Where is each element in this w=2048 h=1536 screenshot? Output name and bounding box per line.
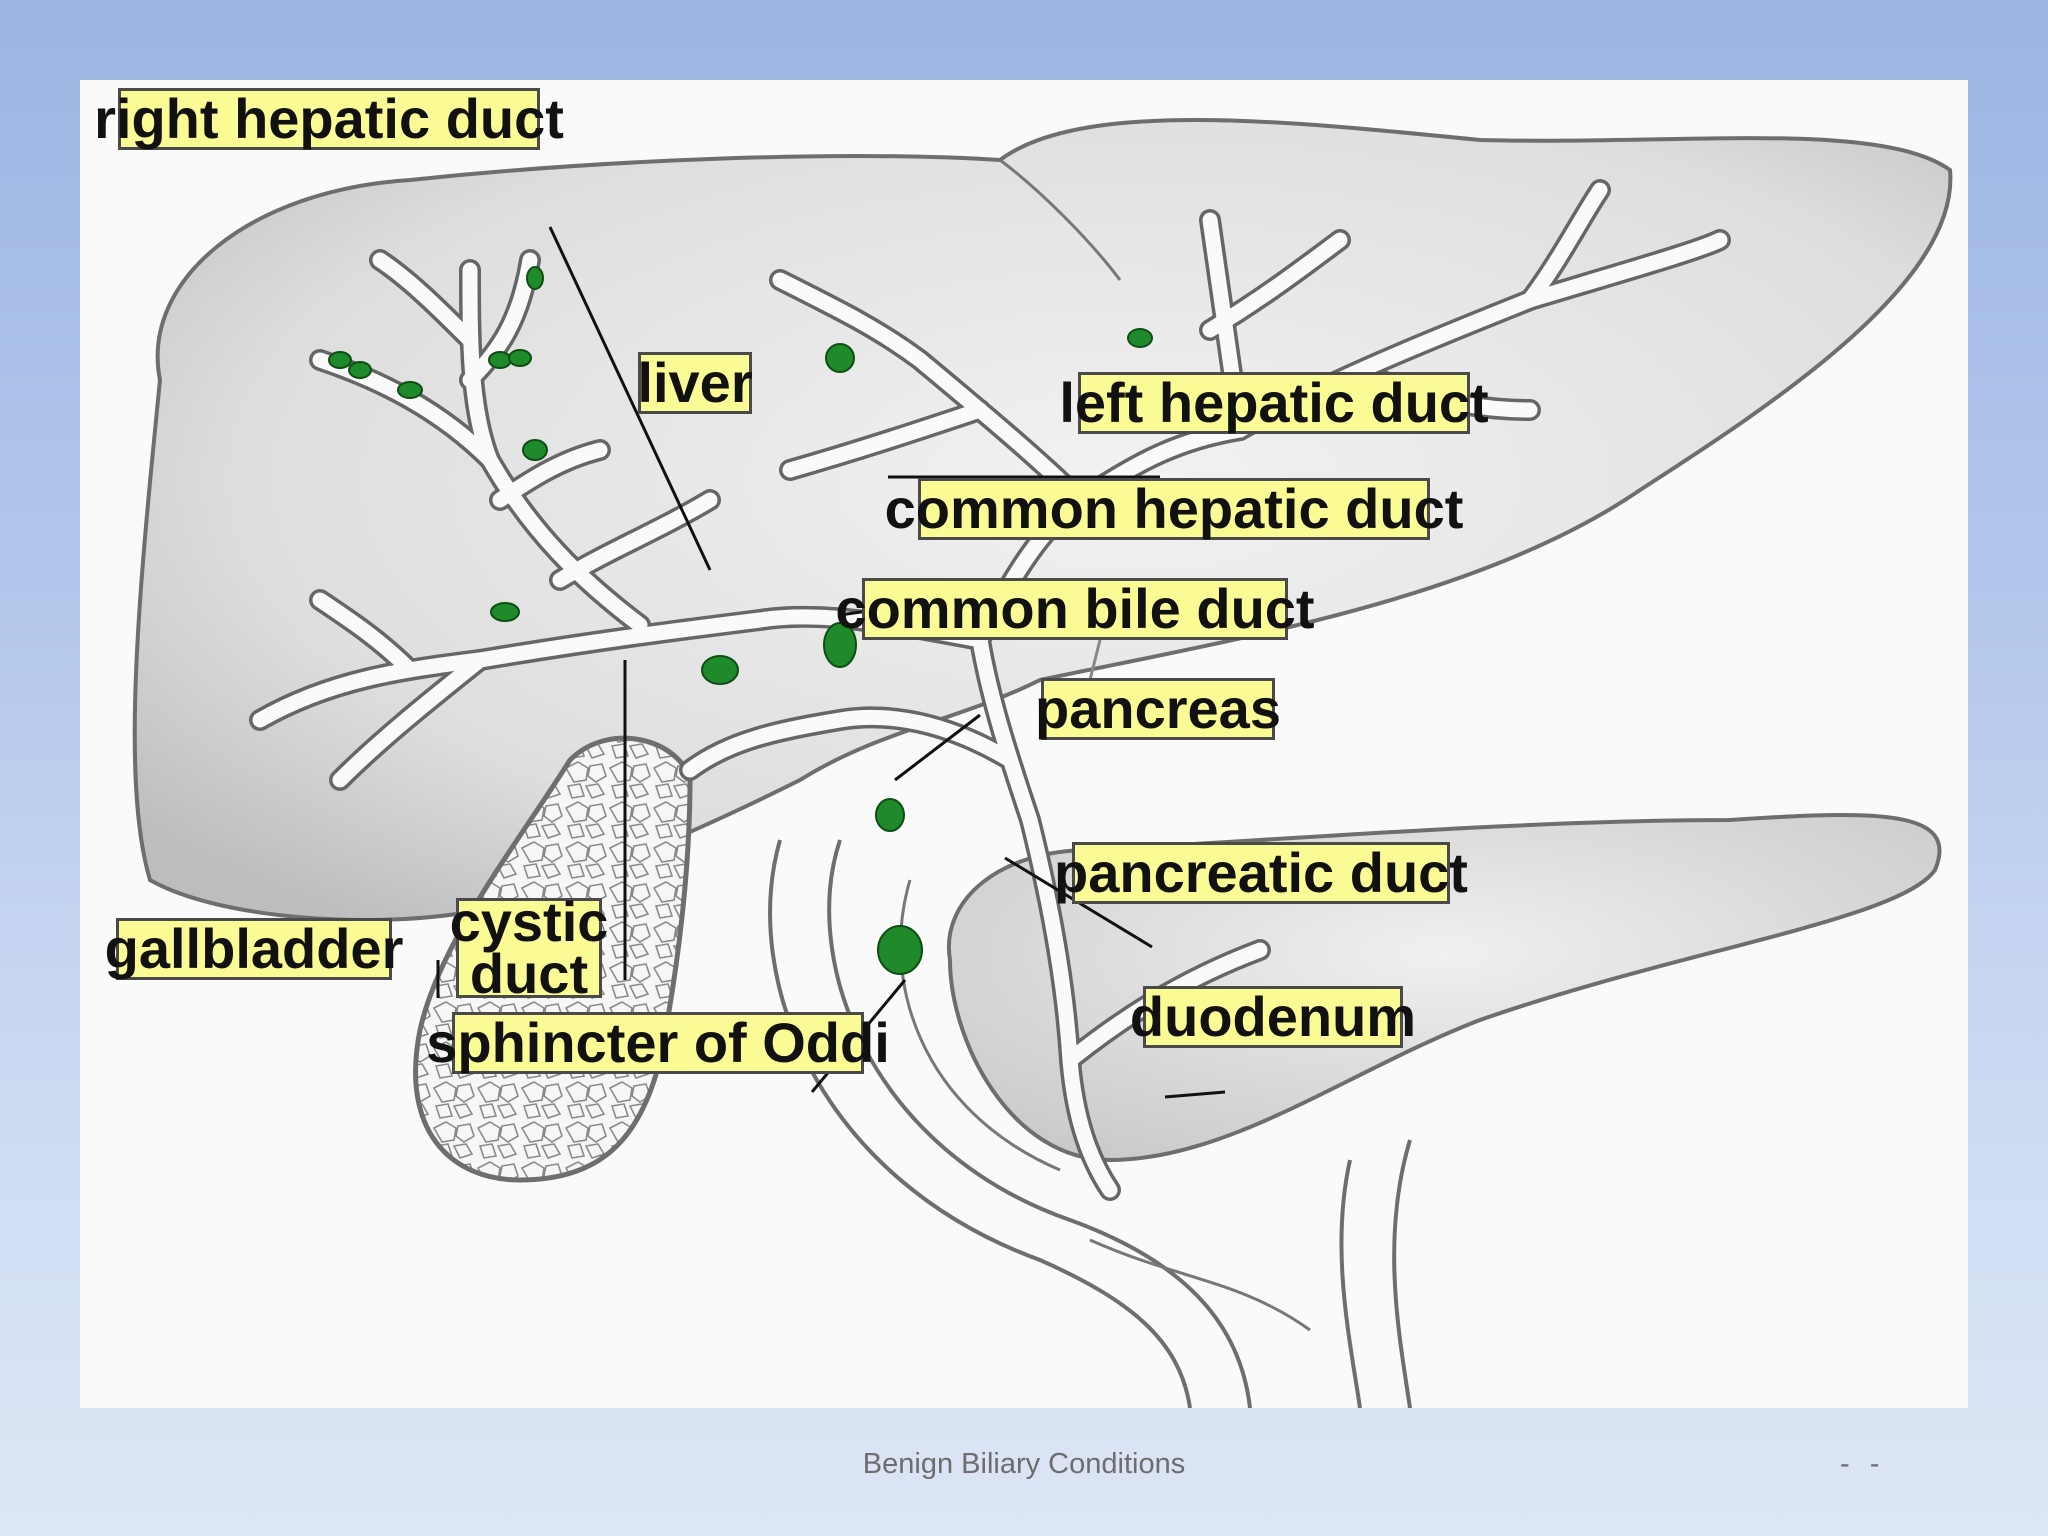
label-pancreas: pancreas	[1035, 677, 1281, 740]
label-common-hepatic-duct: common hepatic duct	[884, 477, 1464, 540]
label-right-hepatic-duct: right hepatic duct	[94, 87, 564, 150]
label-left-hepatic-duct: left hepatic duct	[1059, 371, 1489, 434]
label-cystic-duct-line1: cystic	[449, 890, 609, 954]
label-cystic-duct-line2: duct	[469, 942, 589, 1005]
biliary-anatomy-drawing	[132, 118, 1953, 1408]
slide-footer-title: Benign Biliary Conditions	[862, 1448, 1186, 1480]
label-gallbladder: gallbladder	[104, 917, 404, 980]
label-liver: liver	[637, 351, 753, 414]
duodenum-shape	[768, 839, 1192, 1408]
slide-page-number: - -	[1840, 1448, 1886, 1480]
green-markers	[328, 266, 1153, 975]
biliary-diagram: right hepatic duct liver left hepatic du…	[80, 80, 1968, 1408]
label-duodenum: duodenum	[1129, 985, 1417, 1048]
label-pancreatic-duct: pancreatic duct	[1054, 841, 1468, 904]
label-cystic-duct: cystic duct	[450, 894, 609, 1005]
label-common-bile-duct: common bile duct	[835, 577, 1315, 640]
label-sphincter-of-oddi: sphincter of Oddi	[426, 1011, 890, 1074]
